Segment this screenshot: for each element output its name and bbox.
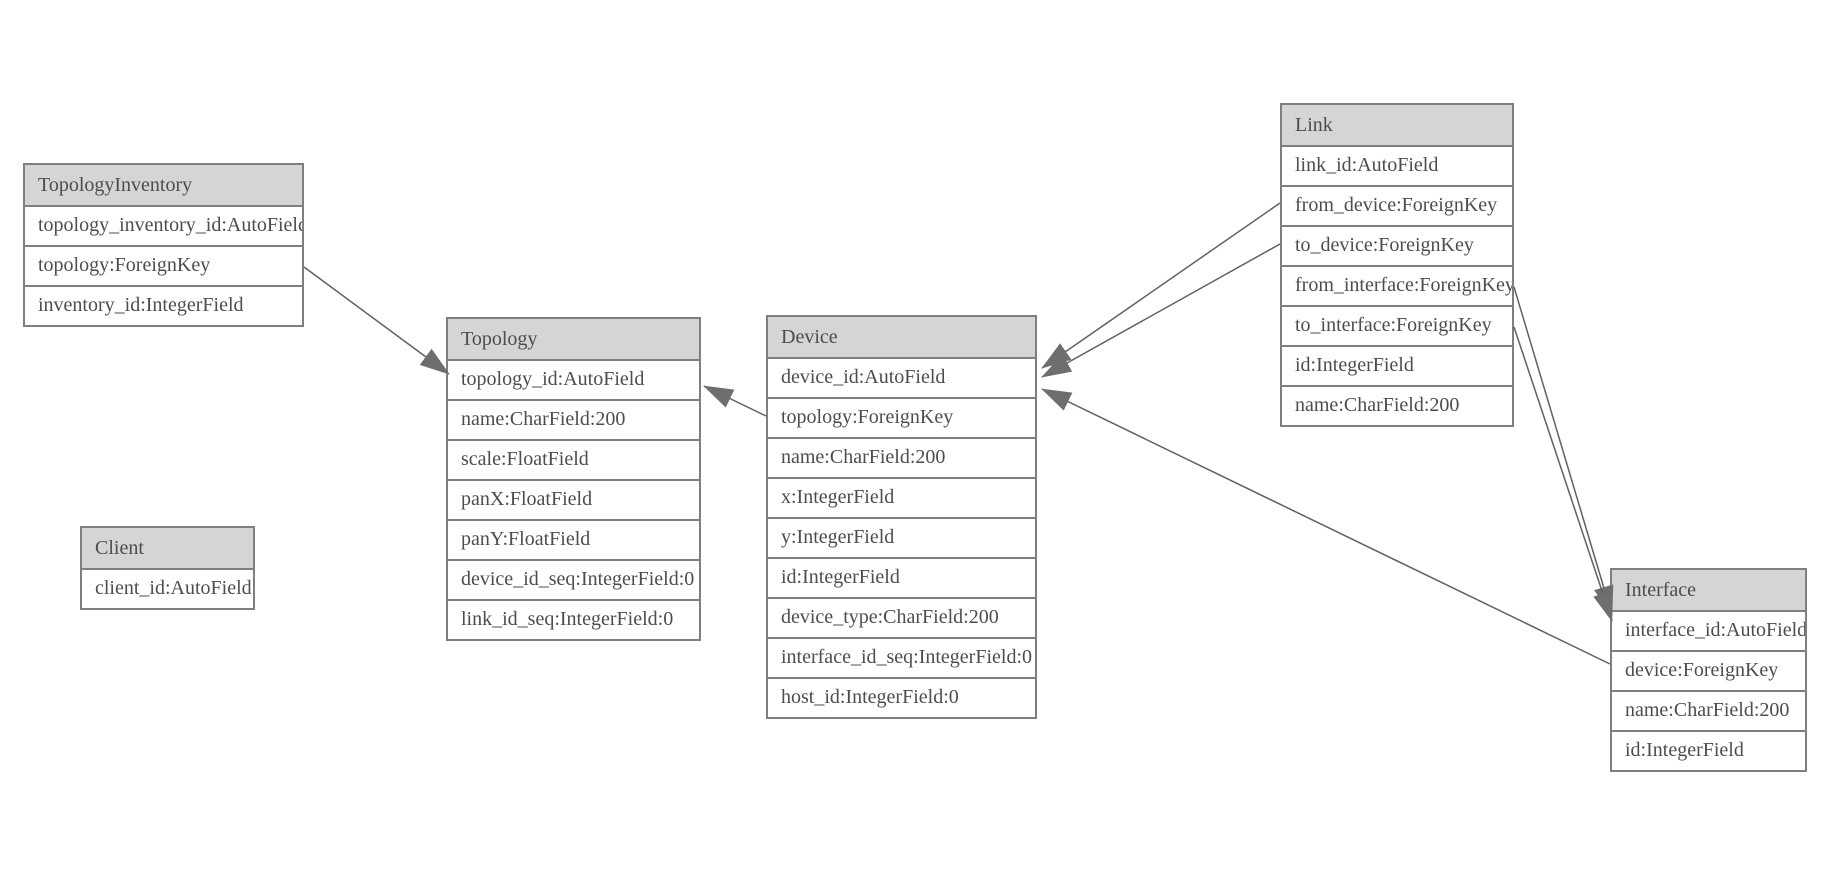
entity-table-client: Client client_id:AutoField	[80, 526, 255, 610]
table-field: link_id_seq:IntegerField:0	[448, 599, 699, 639]
table-field: host_id:IntegerField:0	[768, 677, 1035, 717]
relationship-line-topologyinventory-topology	[303, 266, 450, 375]
table-field: client_id:AutoField	[82, 568, 253, 608]
entity-table-link: Link link_id:AutoField from_device:Forei…	[1280, 103, 1514, 427]
table-header: Interface	[1612, 570, 1805, 610]
entity-table-topology: Topology topology_id:AutoField name:Char…	[446, 317, 701, 641]
table-field: interface_id:AutoField	[1612, 610, 1805, 650]
table-field: panY:FloatField	[448, 519, 699, 559]
table-field: inventory_id:IntegerField	[25, 285, 302, 325]
table-header: Device	[768, 317, 1035, 357]
table-field: x:IntegerField	[768, 477, 1035, 517]
relationship-line-link-fromdevice-device	[1041, 202, 1281, 369]
table-field: id:IntegerField	[1612, 730, 1805, 770]
relationship-line-interface-device	[1041, 388, 1611, 665]
table-field: link_id:AutoField	[1282, 145, 1512, 185]
relationship-line-device-topology	[703, 385, 767, 417]
table-header: Topology	[448, 319, 699, 359]
table-field: interface_id_seq:IntegerField:0	[768, 637, 1035, 677]
table-field: from_interface:ForeignKey	[1282, 265, 1512, 305]
table-field: device_id:AutoField	[768, 357, 1035, 397]
table-header: TopologyInventory	[25, 165, 302, 205]
table-field: topology:ForeignKey	[25, 245, 302, 285]
table-field: from_device:ForeignKey	[1282, 185, 1512, 225]
table-field: topology_inventory_id:AutoField	[25, 205, 302, 245]
entity-table-device: Device device_id:AutoField topology:Fore…	[766, 315, 1037, 719]
table-field: topology:ForeignKey	[768, 397, 1035, 437]
entity-table-topologyinventory: TopologyInventory topology_inventory_id:…	[23, 163, 304, 327]
table-field: id:IntegerField	[768, 557, 1035, 597]
table-field: name:CharField:200	[448, 399, 699, 439]
table-field: scale:FloatField	[448, 439, 699, 479]
table-field: topology_id:AutoField	[448, 359, 699, 399]
table-field: to_device:ForeignKey	[1282, 225, 1512, 265]
table-field: to_interface:ForeignKey	[1282, 305, 1512, 345]
table-field: name:CharField:200	[768, 437, 1035, 477]
table-field: panX:FloatField	[448, 479, 699, 519]
table-header: Link	[1282, 105, 1512, 145]
relationship-line-link-todevice-device	[1041, 243, 1281, 378]
table-field: y:IntegerField	[768, 517, 1035, 557]
table-field: name:CharField:200	[1282, 385, 1512, 425]
table-field: id:IntegerField	[1282, 345, 1512, 385]
entity-table-interface: Interface interface_id:AutoField device:…	[1610, 568, 1807, 772]
table-field: device_type:CharField:200	[768, 597, 1035, 637]
table-field: device_id_seq:IntegerField:0	[448, 559, 699, 599]
relationship-line-link-frominterface-interface	[1513, 286, 1614, 616]
table-field: device:ForeignKey	[1612, 650, 1805, 690]
table-header: Client	[82, 528, 253, 568]
table-field: name:CharField:200	[1612, 690, 1805, 730]
relationship-line-link-tointerface-interface	[1513, 326, 1613, 622]
